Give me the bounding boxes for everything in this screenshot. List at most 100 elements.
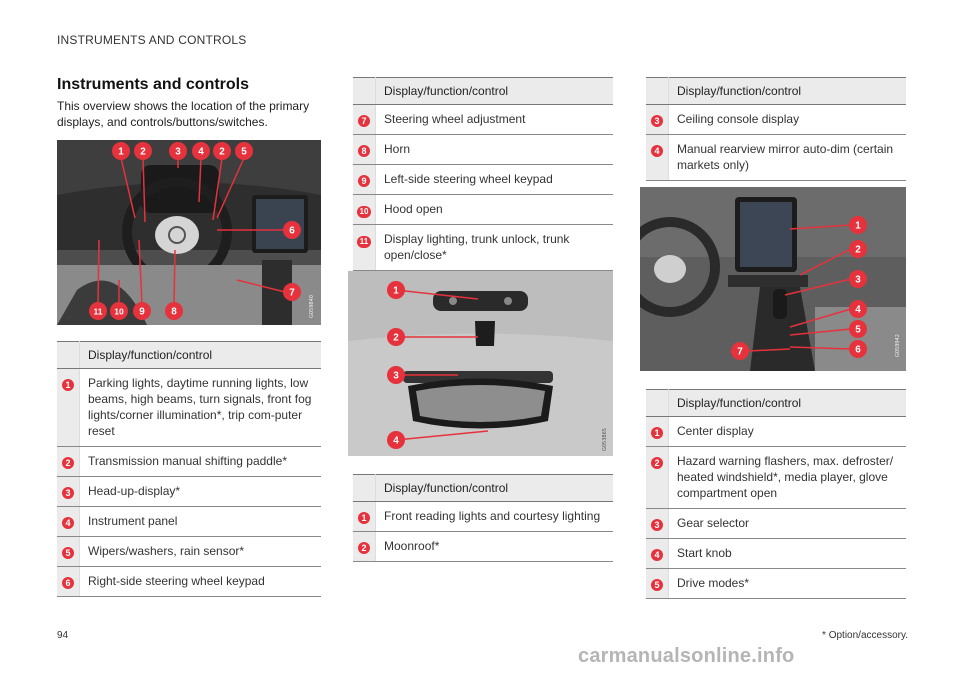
callout-number-badge: 6 xyxy=(62,577,74,589)
section-title: Instruments and controls xyxy=(57,76,250,93)
row-description: Wipers/washers, rain sensor* xyxy=(79,536,321,567)
svg-text:3: 3 xyxy=(175,146,181,157)
row-description: Left-side steering wheel keypad xyxy=(375,164,613,195)
callout-number-badge: 3 xyxy=(62,487,74,499)
image-callout-6: 6 xyxy=(283,221,301,239)
callout-number-badge: 3 xyxy=(651,519,663,531)
svg-text:1: 1 xyxy=(118,146,124,157)
row-description: Hood open xyxy=(375,194,613,225)
table-row: 4 Manual rearview mirror auto-dim (certai… xyxy=(646,134,906,181)
callout-number-badge: 1 xyxy=(62,379,74,391)
image-callout-2: 2 xyxy=(134,142,152,160)
table-row: 7 Steering wheel adjustment xyxy=(353,104,613,135)
image-code: G053865 xyxy=(602,428,608,451)
image-callout-1: 1 xyxy=(387,281,405,299)
table-row: 1 Front reading lights and courtesy light… xyxy=(353,501,613,532)
page-header: INSTRUMENTS AND CONTROLS xyxy=(57,33,247,47)
image-callout-2: 2 xyxy=(387,328,405,346)
callout-number-badge: 2 xyxy=(62,457,74,469)
image-callout-8: 8 xyxy=(165,302,183,320)
svg-text:6: 6 xyxy=(855,344,861,355)
image-callout-3: 3 xyxy=(169,142,187,160)
row-description: Parking lights, daytime running lights, … xyxy=(79,368,321,447)
callout-number-badge: 4 xyxy=(651,145,663,157)
svg-text:2: 2 xyxy=(140,146,146,157)
svg-text:1: 1 xyxy=(855,220,861,231)
row-description: Front reading lights and courtesy lighti… xyxy=(375,501,613,532)
table-ceiling-b: Display/function/control 3 Ceiling consol… xyxy=(646,77,906,181)
svg-text:3: 3 xyxy=(393,370,399,381)
row-description: Center display xyxy=(668,416,906,447)
image-callout-3: 3 xyxy=(849,270,867,288)
watermark: carmanualsonline.info xyxy=(578,645,795,667)
callout-number-badge: 4 xyxy=(62,517,74,529)
image-code: G059942 xyxy=(895,334,901,357)
table-row: 5 Wipers/washers, rain sensor* xyxy=(57,536,321,567)
table-row: 1 Parking lights, daytime running lights,… xyxy=(57,368,321,447)
table-row: 4 Start knob xyxy=(646,538,906,569)
row-description: Horn xyxy=(375,134,613,165)
callout-number-badge: 1 xyxy=(651,427,663,439)
row-description: Ceiling console display xyxy=(668,104,906,135)
svg-text:8: 8 xyxy=(171,306,177,317)
row-description: Hazard warning flashers, max. defroster/… xyxy=(668,446,906,509)
table-header: Display/function/control xyxy=(668,77,906,105)
table-header: Display/function/control xyxy=(79,341,321,369)
row-description: Transmission manual shifting paddle* xyxy=(79,446,321,477)
svg-text:2: 2 xyxy=(219,146,225,157)
image-callout-7: 7 xyxy=(731,342,749,360)
table-row: 2 Transmission manual shifting paddle* xyxy=(57,446,321,477)
svg-text:10: 10 xyxy=(114,306,124,316)
image-callout-5: 5 xyxy=(849,320,867,338)
table-row: 10 Hood open xyxy=(353,194,613,225)
callout-number-badge: 10 xyxy=(357,206,371,218)
image-callout-1: 1 xyxy=(849,216,867,234)
image-callout-1: 1 xyxy=(112,142,130,160)
row-description: Manual rearview mirror auto-dim (certain… xyxy=(668,134,906,181)
table-row: 3 Ceiling console display xyxy=(646,104,906,135)
row-description: Start knob xyxy=(668,538,906,569)
callout-number-badge: 5 xyxy=(62,547,74,559)
callout-number-badge: 2 xyxy=(358,542,370,554)
svg-text:3: 3 xyxy=(855,274,861,285)
callout-number-badge: 4 xyxy=(651,549,663,561)
page-number: 94 xyxy=(57,630,69,641)
image-code: G059840 xyxy=(309,295,315,318)
image-callout-11: 11 xyxy=(89,302,107,320)
row-description: Head-up-display* xyxy=(79,476,321,507)
callout-number-badge: 3 xyxy=(651,115,663,127)
row-description: Display lighting, trunk unlock, trunk op… xyxy=(375,224,613,271)
image-callout-6: 6 xyxy=(849,340,867,358)
table-row: 1 Center display xyxy=(646,416,906,447)
row-description: Steering wheel adjustment xyxy=(375,104,613,135)
svg-text:2: 2 xyxy=(393,332,399,343)
footnote: * Option/accessory. xyxy=(822,630,908,641)
row-description: Drive modes* xyxy=(668,568,906,599)
table-console: Display/function/control 1 Center display… xyxy=(646,389,906,599)
table-ceiling-a: Display/function/control 1 Front reading … xyxy=(353,474,613,562)
table-header: Display/function/control xyxy=(668,389,906,417)
table-header: Display/function/control xyxy=(375,77,613,105)
image-callout-4: 4 xyxy=(192,142,210,160)
callout-number-badge: 8 xyxy=(358,145,370,157)
svg-text:6: 6 xyxy=(289,225,295,236)
image-callout-7: 7 xyxy=(283,283,301,301)
image-callout-2: 2 xyxy=(213,142,231,160)
svg-text:2: 2 xyxy=(855,244,861,255)
svg-text:5: 5 xyxy=(241,146,247,157)
callout-number-badge: 7 xyxy=(358,115,370,127)
image-callout-10: 10 xyxy=(110,302,128,320)
table-header: Display/function/control xyxy=(375,474,613,502)
svg-text:11: 11 xyxy=(93,306,102,316)
callout-number-badge: 1 xyxy=(358,512,370,524)
